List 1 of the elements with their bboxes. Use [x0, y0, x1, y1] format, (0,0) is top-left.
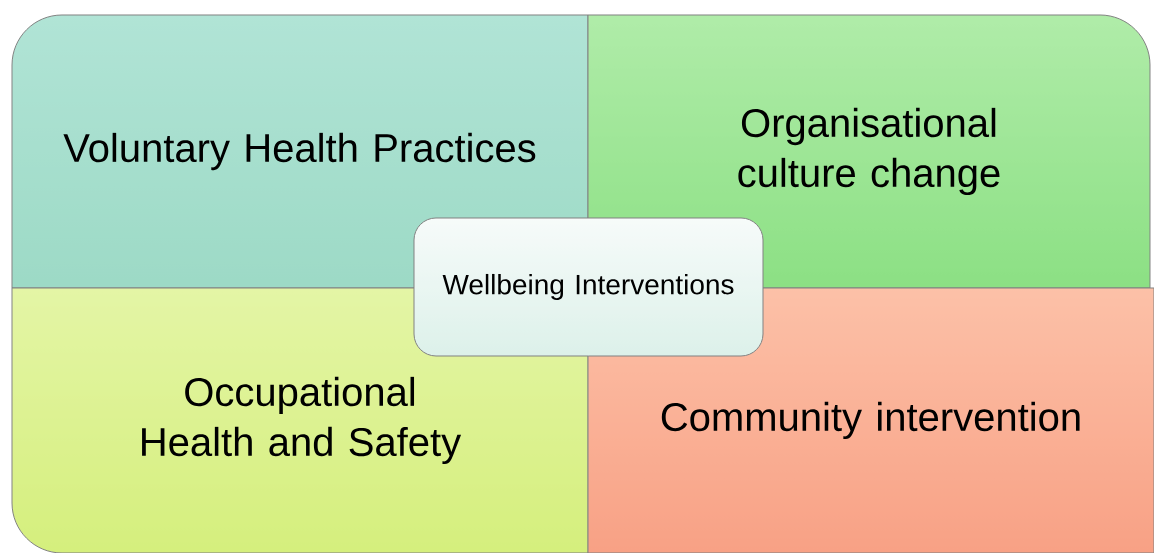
- center-box: Wellbeing Interventions: [413, 217, 764, 357]
